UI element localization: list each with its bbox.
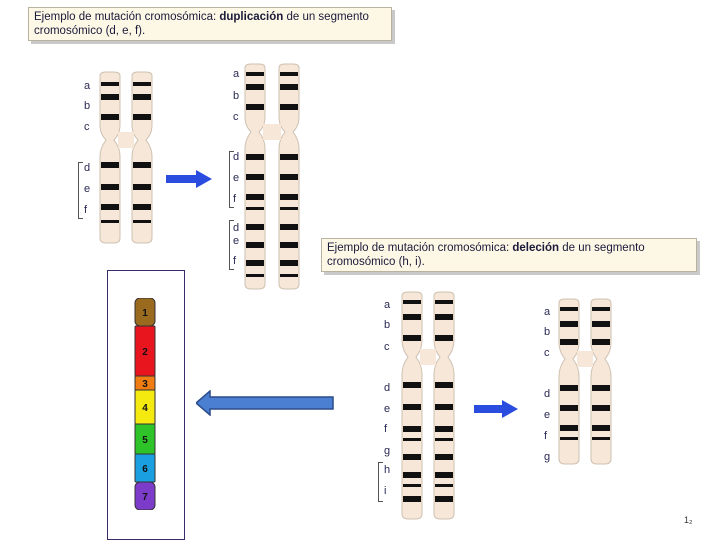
chromo3-label-e: e (384, 403, 391, 415)
chromo3-label-g: g (384, 445, 391, 457)
chromo2-label-e: e (233, 172, 240, 184)
chromo4-label-a: a (544, 306, 551, 318)
segment-label-5: 5 (142, 435, 148, 446)
chromo3-label-b: b (384, 319, 391, 331)
chromo1-label-d: d (84, 162, 91, 174)
page-number: 1₂ (684, 515, 693, 525)
segment-label-6: 6 (142, 464, 148, 475)
chromo4-label-f: f (544, 430, 548, 442)
segment-label-3: 3 (142, 379, 148, 390)
chromo4-label-e: e (544, 409, 551, 421)
caption-duplication: Ejemplo de mutación cromosómica: duplica… (28, 7, 392, 41)
chromo1-label-e: e (84, 183, 91, 195)
chromo4-label-g: g (544, 451, 551, 463)
chromo2-label-f: f (233, 193, 237, 205)
chromo3-label-c: c (384, 341, 390, 353)
chromo2-label-b: b (233, 90, 240, 102)
segment-label-4: 4 (142, 403, 148, 414)
chromo1-label-a: a (84, 80, 91, 92)
chromo2-label-d-dup: d (233, 222, 240, 234)
arrow-right-icon (474, 400, 518, 418)
chromosome-normal (99, 71, 153, 244)
chromo4-label-c: c (544, 347, 550, 359)
segment-7 (134, 481, 156, 510)
segment-bracket-duplicate (229, 220, 234, 270)
arrow-right-icon (166, 170, 212, 188)
chromo1-label-b: b (84, 100, 91, 112)
chromo3-label-i: i (384, 485, 387, 497)
chromo3-label-a: a (384, 299, 391, 311)
chromo2-label-f-dup: f (233, 255, 237, 267)
chromosome-duplication (244, 63, 300, 290)
chromo3-label-h: h (384, 464, 391, 476)
chromosome-after-deletion (558, 298, 612, 465)
colored-segments-chromosome: 1 2 3 4 5 6 7 (134, 298, 156, 510)
arrow-left-icon (196, 390, 334, 416)
chromosome-before-deletion (401, 291, 455, 520)
chromo3-label-f: f (384, 423, 388, 435)
chromo3-label-d: d (384, 382, 391, 394)
chromo4-label-d: d (544, 388, 551, 400)
segment-label-2: 2 (142, 347, 148, 358)
chromo2-label-e-dup: e (233, 235, 240, 247)
chromo2-label-c: c (233, 111, 239, 123)
segment-label-1: 1 (142, 308, 148, 319)
segment-bracket-original (229, 151, 234, 208)
chromo1-label-c: c (84, 121, 90, 133)
segment-label-7: 7 (142, 492, 148, 503)
chromo4-label-b: b (544, 326, 551, 338)
chromo2-label-a: a (233, 68, 240, 80)
chromo2-label-d: d (233, 151, 240, 163)
deleted-segment-bracket (378, 462, 383, 502)
caption-deletion: Ejemplo de mutación cromosómica: deleció… (321, 238, 697, 272)
chromo1-label-f: f (84, 204, 88, 216)
segment-bracket (78, 162, 83, 219)
